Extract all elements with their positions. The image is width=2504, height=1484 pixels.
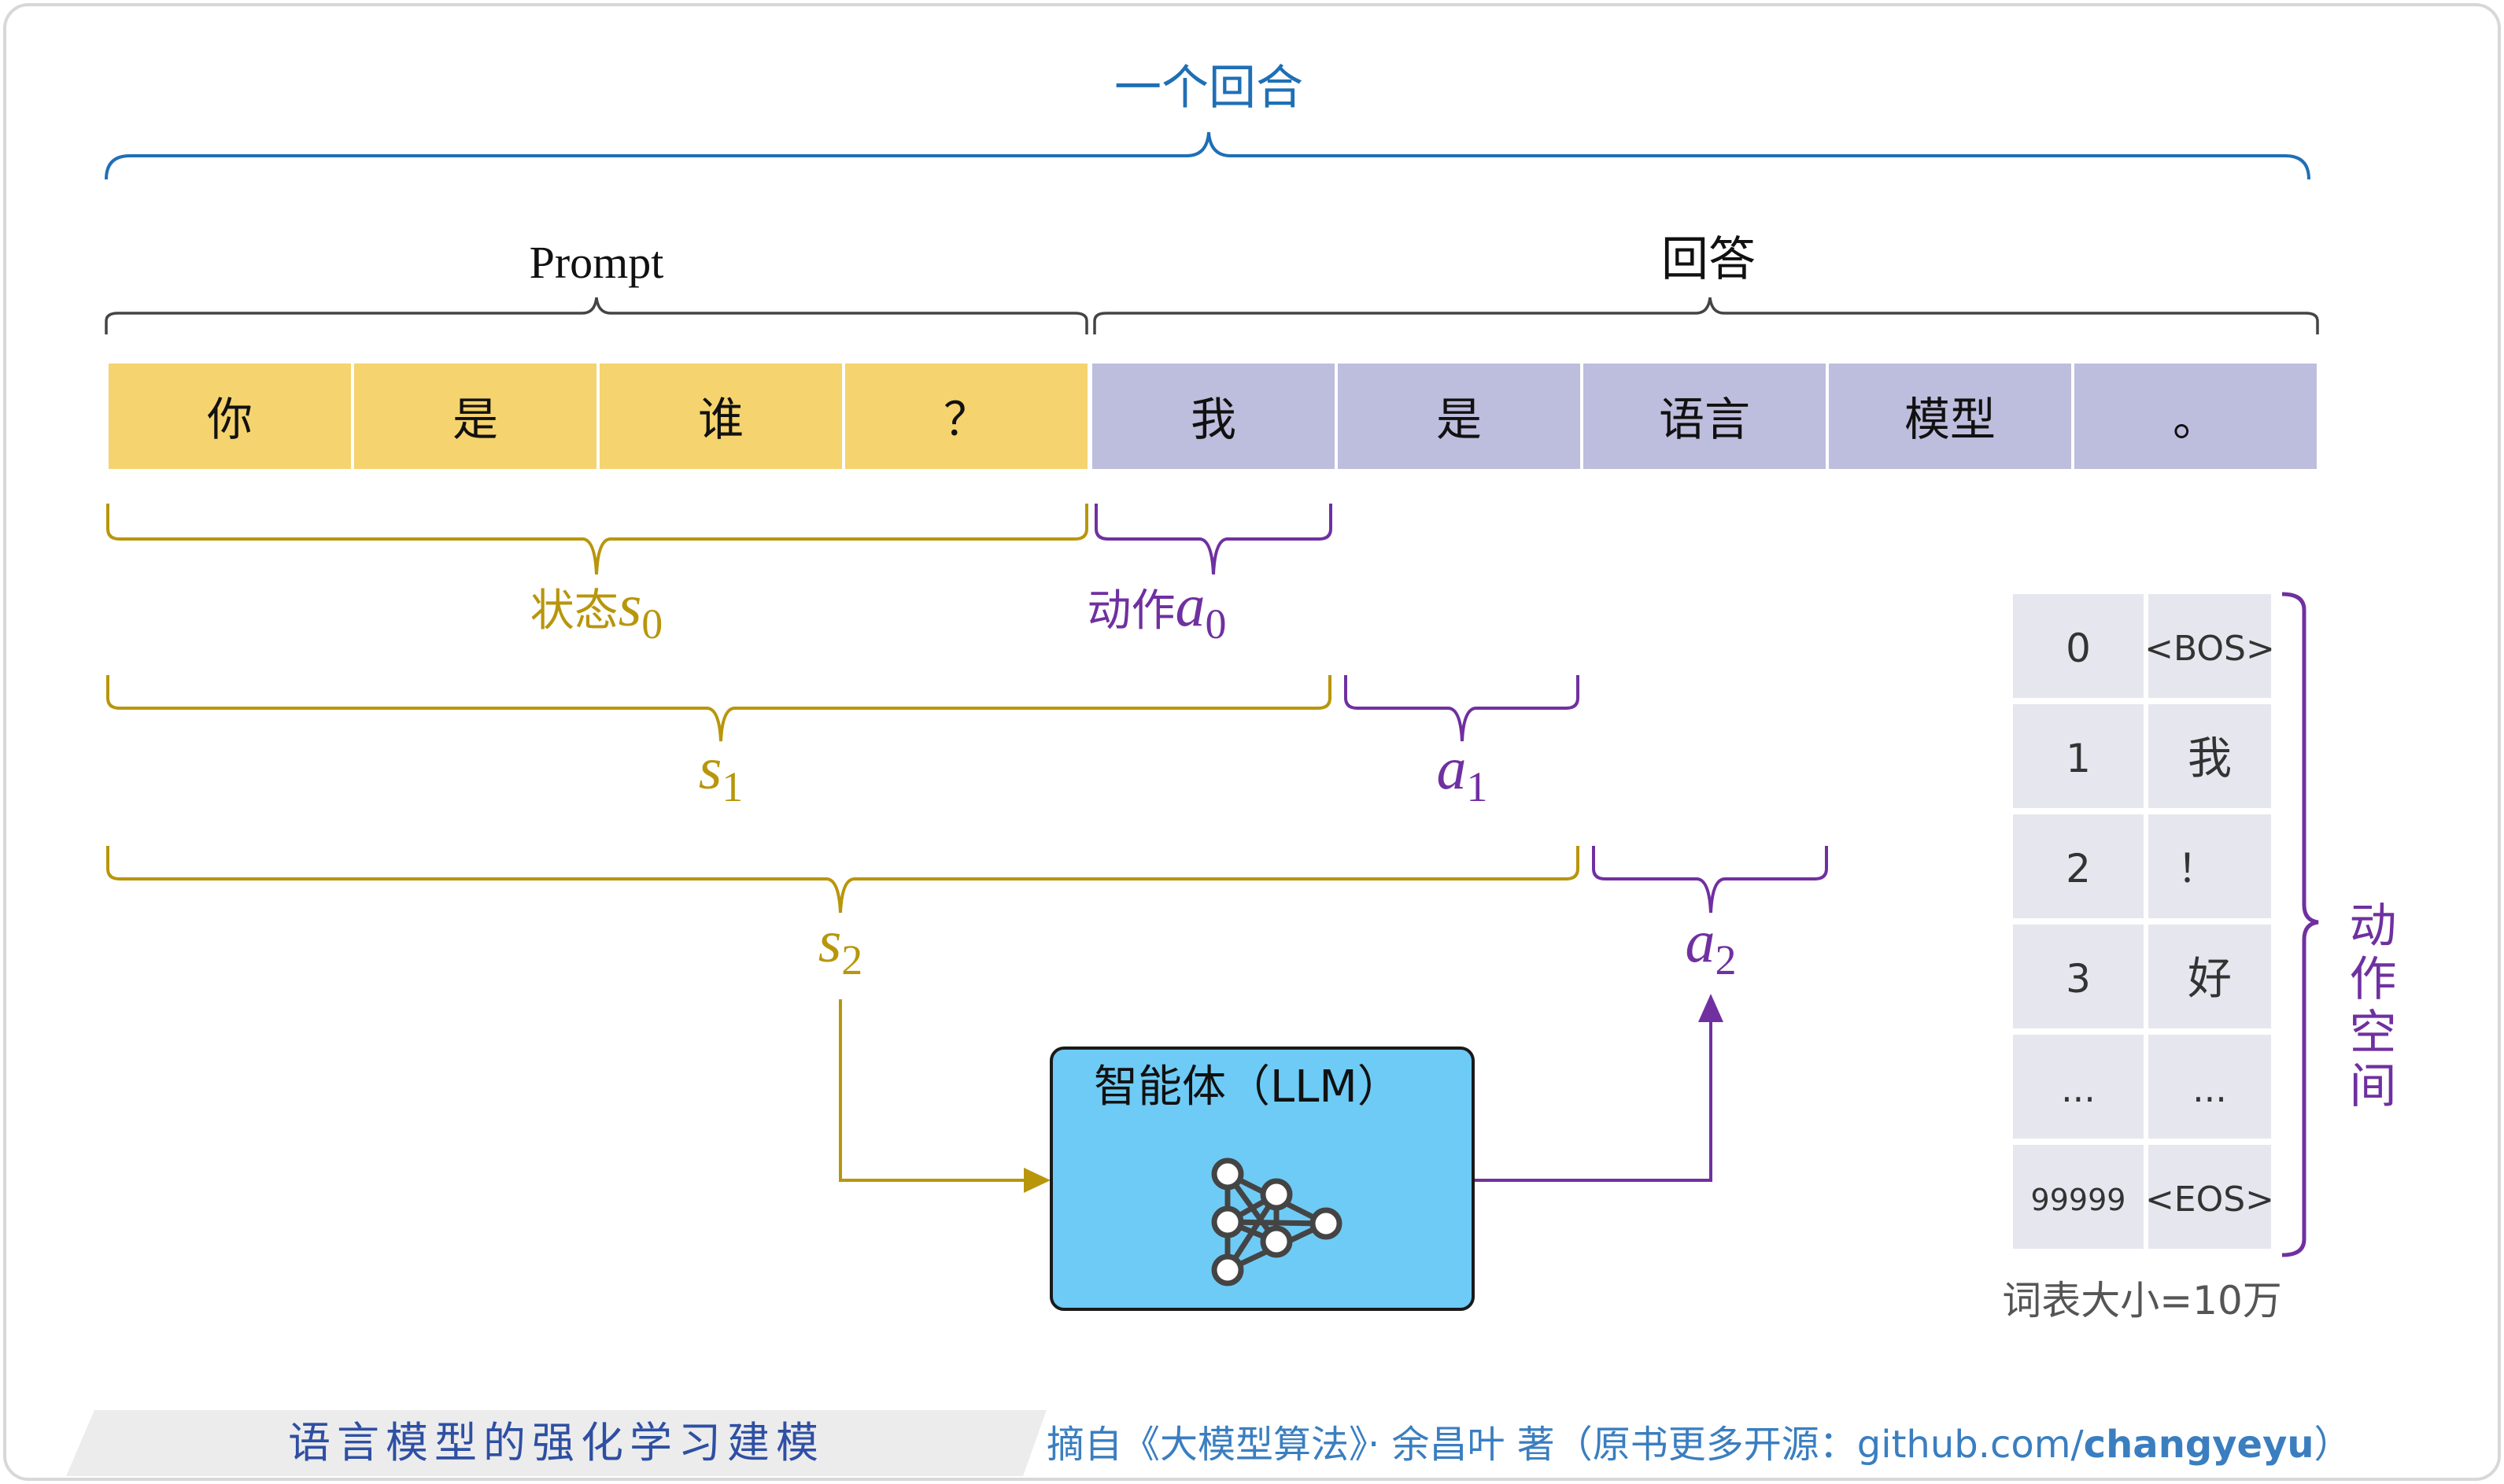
episode-brace xyxy=(105,131,2310,180)
prompt-token-cell-2 xyxy=(600,364,842,469)
prompt-token-cell-1 xyxy=(354,364,596,469)
vocab-token: 我 xyxy=(2188,733,2232,784)
prompt-token: 是 xyxy=(452,393,498,446)
vocab-token: ... xyxy=(2192,1068,2227,1110)
vocab-token-cell xyxy=(2148,925,2271,1028)
answer-label: 回答 xyxy=(1661,232,1756,287)
state-brace-1 xyxy=(106,675,1331,742)
vocab-token-cell xyxy=(2148,1145,2271,1249)
footer-title: 语言模型的强化学习建模 xyxy=(288,1418,825,1467)
prompt-token: 你 xyxy=(207,393,253,446)
vocab-id: 0 xyxy=(2066,626,2091,671)
answer-token: 。 xyxy=(2173,393,2218,446)
answer-token-cell-1 xyxy=(1338,364,1580,469)
answer-token: 我 xyxy=(1191,393,1236,446)
action-label-2: a2 xyxy=(1686,909,1737,984)
vocab-id: ... xyxy=(2061,1068,2096,1110)
vocab-token-cell xyxy=(2148,1035,2271,1139)
vocab-id-cell xyxy=(2013,814,2144,918)
prompt-brace xyxy=(105,297,1088,334)
action-space-brace xyxy=(2281,592,2319,1257)
prompt-token-cell-3 xyxy=(845,364,1088,469)
answer-token-cell-2 xyxy=(1583,364,1826,469)
answer-token: 语言 xyxy=(1659,393,1750,446)
prompt-token-row: 你 是 谁 ？ xyxy=(109,364,1088,469)
agent-box: 智能体（LLM） xyxy=(1050,1047,1475,1311)
action-brace-0 xyxy=(1095,504,1332,575)
action-space-label: 动作空间 xyxy=(2341,900,2396,1114)
vocab-token-cell xyxy=(2148,704,2271,808)
agent-label: 智能体（LLM） xyxy=(1094,1061,1402,1113)
agent-to-action-line xyxy=(1474,1019,1712,1182)
vocab-token: 好 xyxy=(2188,954,2232,1005)
vocab-id-cell xyxy=(2013,925,2144,1028)
action-brace-1 xyxy=(1344,675,1579,742)
answer-token-cell-4 xyxy=(2074,364,2317,469)
action-space-label-text: 动作空间 xyxy=(2341,900,2396,1114)
footer-credit: 摘自《大模型算法》· 余昌叶 著（原书更多开源：github.com/chang… xyxy=(1047,1423,2352,1467)
prompt-token: 谁 xyxy=(698,393,744,446)
state-to-agent-arrowhead xyxy=(1024,1168,1051,1193)
vocab-id-cell xyxy=(2013,594,2144,698)
prompt-label: Prompt xyxy=(530,237,664,288)
vocab-id: 99999 xyxy=(2031,1183,2126,1217)
vocab-size-label: 词表大小=10万 xyxy=(2002,1278,2282,1323)
answer-token: 模型 xyxy=(1904,393,1996,446)
vocab-token: <EOS> xyxy=(2145,1179,2274,1220)
answer-token-cell-0 xyxy=(1092,364,1335,469)
state-brace-0 xyxy=(106,504,1088,575)
action-brace-2 xyxy=(1592,846,1828,914)
neural-network-icon xyxy=(1211,1157,1342,1287)
prompt-token: ？ xyxy=(944,393,989,446)
vocab-id: 1 xyxy=(2066,736,2091,781)
footer-banner xyxy=(66,1410,1047,1476)
answer-brace xyxy=(1093,297,2319,334)
vocab-id: 3 xyxy=(2066,956,2091,1002)
answer-token: 是 xyxy=(1436,393,1482,446)
vocab-token-cell xyxy=(2148,814,2271,918)
agent-to-action-arrowhead xyxy=(1698,994,1723,1022)
vocab-id: 2 xyxy=(2066,846,2091,892)
state-label-1: s1 xyxy=(699,736,744,810)
vocab-table: 0 <BOS> 1 我 2 ！ 3 好 ... ... 99999 <EOS> xyxy=(2013,594,2275,1249)
episode-label: 一个回合 xyxy=(1114,61,1303,116)
state-label-0: 状态s0 xyxy=(530,573,663,648)
vocab-token-cell xyxy=(2148,594,2271,698)
vocab-id-cell xyxy=(2013,704,2144,808)
state-brace-2 xyxy=(106,846,1579,914)
action-label-0: 动作a0 xyxy=(1088,573,1227,648)
vocab-token: <BOS> xyxy=(2144,629,2275,669)
vocab-id-cell xyxy=(2013,1035,2144,1139)
vocab-id-cell xyxy=(2013,1145,2144,1249)
prompt-token-cell-0 xyxy=(109,364,351,469)
state-label-2: s2 xyxy=(818,909,863,984)
vocab-token: ！ xyxy=(2177,846,2217,892)
answer-token-row: 我 是 语言 模型 。 xyxy=(1092,364,2317,469)
state-to-agent-line xyxy=(839,999,1027,1182)
action-label-1: a1 xyxy=(1437,736,1488,810)
answer-token-cell-3 xyxy=(1829,364,2071,469)
